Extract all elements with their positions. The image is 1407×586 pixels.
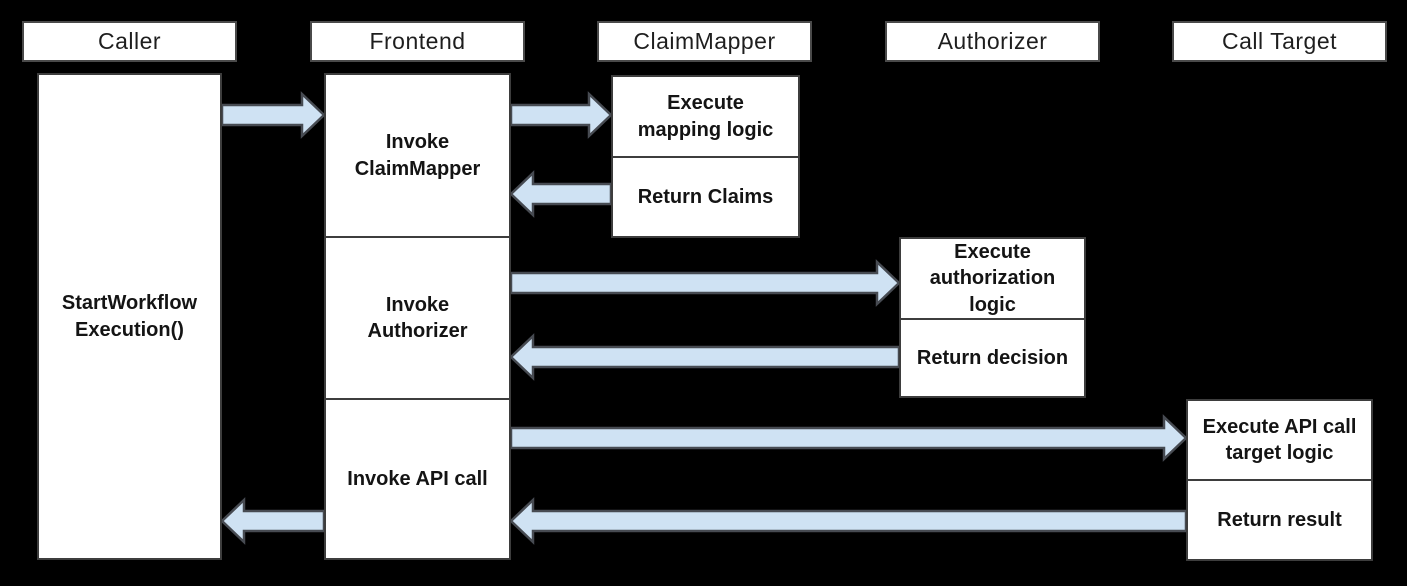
frontend-step-invoke-claimmapper: Invoke ClaimMapper [324,73,511,238]
calltarget-step-execute-api-call-target-logic-label: Execute API call target logic [1202,415,1357,464]
frontend-step-invoke-api-call: Invoke API call [324,398,511,560]
claimmapper-step-execute-mapping-logic-label: Execute mapping logic [637,92,774,141]
frontend-step-invoke-authorizer-label: Invoke Authorizer [367,293,468,342]
arrow-claimmapper-return-to-frontend [509,170,613,218]
calltarget-step-return-result-label: Return result [1217,508,1342,531]
calltarget-step-execute-api-call-target-logic: Execute API call target logic [1186,399,1373,481]
lifeline-header-claimmapper-label: ClaimMapper [633,28,776,54]
lifeline-header-calltarget-label: Call Target [1221,28,1338,54]
arrow-frontend-to-authorizer [509,259,901,307]
claimmapper-step-return-claims: Return Claims [611,156,800,238]
frontend-step-invoke-api-call-label: Invoke API call [347,467,488,490]
lifeline-header-frontend: Frontend [310,21,525,62]
arrow-frontend-return-to-caller [220,497,326,545]
authorizer-step-execute-authorization-logic: Execute authorization logic [899,237,1086,320]
frontend-step-invoke-claimmapper-label: Invoke ClaimMapper [354,131,481,180]
calltarget-step-return-result: Return result [1186,479,1373,561]
lifeline-header-claimmapper: ClaimMapper [597,21,812,62]
claimmapper-step-return-claims-label: Return Claims [637,185,774,208]
arrow-calltarget-return-to-frontend [509,497,1188,545]
caller-activation-label: StartWorkflow Execution() [61,292,198,341]
arrow-authorizer-return-to-frontend [509,333,901,381]
arrow-frontend-to-calltarget [509,414,1188,462]
arrow-frontend-to-claimmapper [509,91,613,139]
authorizer-step-execute-authorization-logic-label: Execute authorization logic [929,240,1056,316]
lifeline-header-calltarget: Call Target [1172,21,1387,62]
lifeline-header-caller-label: Caller [97,28,162,54]
frontend-step-invoke-authorizer: Invoke Authorizer [324,236,511,400]
lifeline-header-frontend-label: Frontend [369,28,466,54]
lifeline-header-caller: Caller [22,21,237,62]
authorizer-step-return-decision: Return decision [899,318,1086,398]
lifeline-header-authorizer-label: Authorizer [937,28,1048,54]
lifeline-header-authorizer: Authorizer [885,21,1100,62]
arrow-caller-to-frontend [220,91,326,139]
authorizer-step-return-decision-label: Return decision [916,346,1069,369]
caller-activation-box: StartWorkflow Execution() [37,73,222,560]
claimmapper-step-execute-mapping-logic: Execute mapping logic [611,75,800,158]
